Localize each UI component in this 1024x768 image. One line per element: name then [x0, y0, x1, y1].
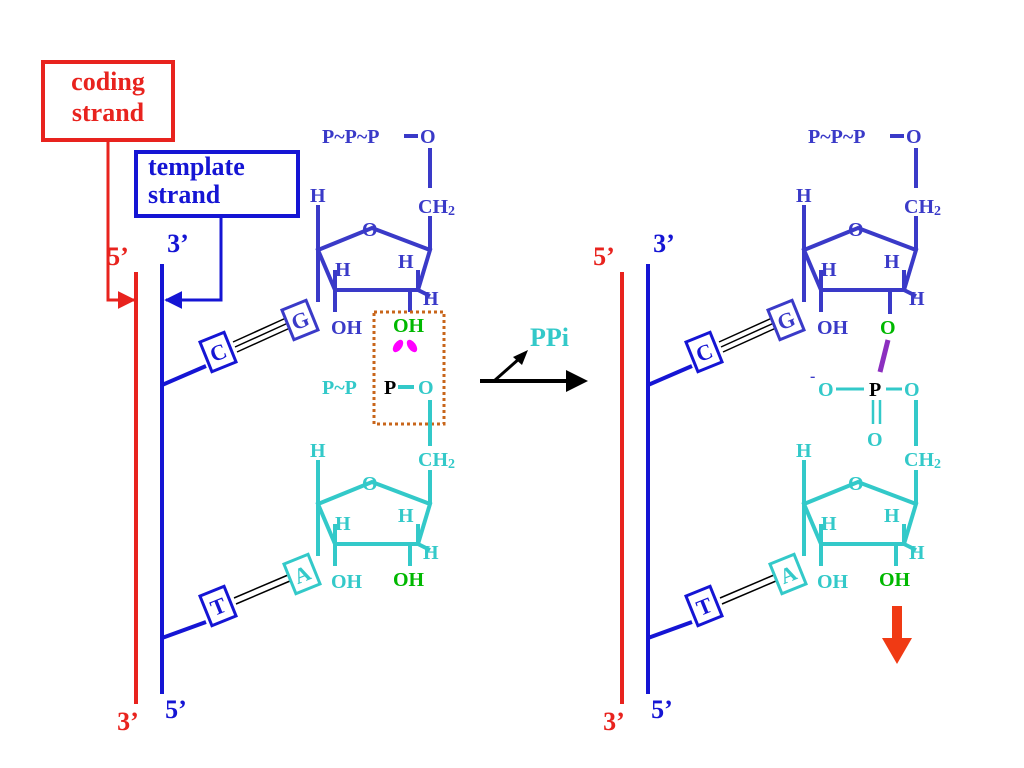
right-top-h-c1: H	[796, 185, 812, 207]
top-h-c3: H	[398, 251, 414, 273]
bottom-h-c1: H	[310, 440, 326, 462]
phosphate-o-double: O	[867, 429, 883, 451]
base-a: A	[282, 552, 322, 596]
right-bottom-ch2: CH2	[904, 449, 941, 472]
phosphate-p: P	[869, 379, 881, 401]
bottom-nucleotide: P~P P O CH2 O H H H H OH OH	[310, 377, 455, 593]
bottom-ch2: CH2	[418, 449, 455, 472]
template-5prime-label: 5’	[165, 695, 187, 724]
right-bottom-ring-o: O	[848, 473, 864, 495]
right-base-a: A	[768, 552, 808, 596]
right-bottom-2prime-oh: OH	[817, 571, 849, 593]
template-branch-c	[161, 364, 207, 387]
right-bottom-3prime-oh: OH	[879, 569, 911, 591]
left-panel: coding strand template strand 5’ 3’ 3’ 5…	[41, 60, 455, 736]
right-base-t: T	[684, 584, 724, 628]
right-top-h-c3: H	[884, 251, 900, 273]
top-nucleotide: P~P~P O CH2 O H H H H OH OH	[310, 126, 455, 339]
right-template-5prime-label: 5’	[651, 695, 673, 724]
right-coding-5prime-label: 5’	[593, 242, 615, 271]
phosphate-o-minus: O	[818, 379, 834, 401]
right-top-ring-o: O	[848, 219, 864, 241]
template-strand-label: template strand	[134, 150, 300, 218]
right-top-nucleotide: P~P~P O CH2 O H H H H OH O	[796, 126, 941, 339]
bottom-2prime-oh: OH	[331, 571, 363, 593]
top-triphosphate-label: P~P~P	[322, 126, 379, 148]
right-panel: 5’ 3’ 3’ 5’ C G T A	[593, 126, 941, 736]
top-3prime-oh: OH	[393, 315, 425, 337]
top-ring-o: O	[362, 219, 378, 241]
template-pointer-arrow	[164, 216, 223, 309]
hydrogen-bonds-cg	[232, 317, 291, 353]
right-template-3prime-label: 3’	[653, 229, 675, 258]
phosphate-o-ester: O	[904, 379, 920, 401]
top-h-c4: H	[423, 288, 439, 310]
electron-pair	[392, 339, 418, 353]
base-c: C	[198, 330, 238, 374]
bottom-diphosphate-label: P~P	[322, 377, 357, 399]
template-3prime-label: 3’	[167, 229, 189, 258]
bottom-h-c4: H	[423, 542, 439, 564]
coding-pointer-arrow	[106, 140, 136, 309]
hydrogen-bonds-ta	[233, 574, 291, 605]
coding-3prime-label: 3’	[117, 707, 139, 736]
right-template-branch-t	[647, 620, 693, 640]
reaction-box	[372, 310, 446, 426]
right-bottom-h-c3: H	[884, 505, 900, 527]
reaction-arrow	[480, 350, 588, 392]
bottom-h-c2: H	[335, 513, 351, 535]
right-bottom-nucleotide: CH2 O H H H H OH OH	[796, 400, 941, 593]
right-hydrogen-bonds-cg	[718, 317, 777, 353]
right-hydrogen-bonds-ta	[719, 574, 777, 605]
top-5prime-o: O	[420, 126, 436, 148]
right-base-c: C	[684, 330, 724, 374]
right-top-h-c2: H	[821, 259, 837, 281]
top-2prime-oh: OH	[331, 317, 363, 339]
base-g: G	[280, 298, 320, 342]
bottom-ring-o: O	[362, 473, 378, 495]
base-t: T	[198, 584, 238, 628]
template-label-line1: template	[148, 152, 245, 181]
top-h-c2: H	[335, 259, 351, 281]
right-base-g: G	[766, 298, 806, 342]
right-bottom-h-c4: H	[909, 542, 925, 564]
right-top-triphosphate-label: P~P~P	[808, 126, 865, 148]
right-top-h-c4: H	[909, 288, 925, 310]
top-h-c1: H	[310, 185, 326, 207]
bottom-5prime-o: O	[418, 377, 434, 399]
coding-5prime-label: 5’	[107, 242, 129, 271]
ppi-label: PPi	[530, 323, 569, 352]
top-ch2: CH2	[418, 196, 455, 219]
phosphate-group: - O P O O	[810, 368, 920, 451]
right-top-2prime-oh: OH	[817, 317, 849, 339]
right-top-5prime-o: O	[906, 126, 922, 148]
coding-label-line1: coding	[71, 67, 145, 96]
right-3prime-o: O	[880, 317, 896, 339]
coding-strand-label: coding strand	[41, 60, 175, 142]
phosphate-minus-sign: -	[810, 368, 815, 385]
right-bottom-h-c1: H	[796, 440, 812, 462]
right-coding-3prime-label: 3’	[603, 707, 625, 736]
bottom-3prime-oh: OH	[393, 569, 425, 591]
bottom-h-c3: H	[398, 505, 414, 527]
new-phosphodiester-bond	[877, 339, 891, 373]
alpha-phosphorus: P	[384, 377, 396, 399]
elongation-arrow	[882, 606, 912, 664]
template-label-line2: strand	[148, 180, 221, 209]
right-template-branch-c	[647, 364, 693, 387]
right-top-ch2: CH2	[904, 196, 941, 219]
template-branch-t	[161, 620, 207, 640]
right-bottom-h-c2: H	[821, 513, 837, 535]
coding-label-line2: strand	[72, 98, 145, 127]
